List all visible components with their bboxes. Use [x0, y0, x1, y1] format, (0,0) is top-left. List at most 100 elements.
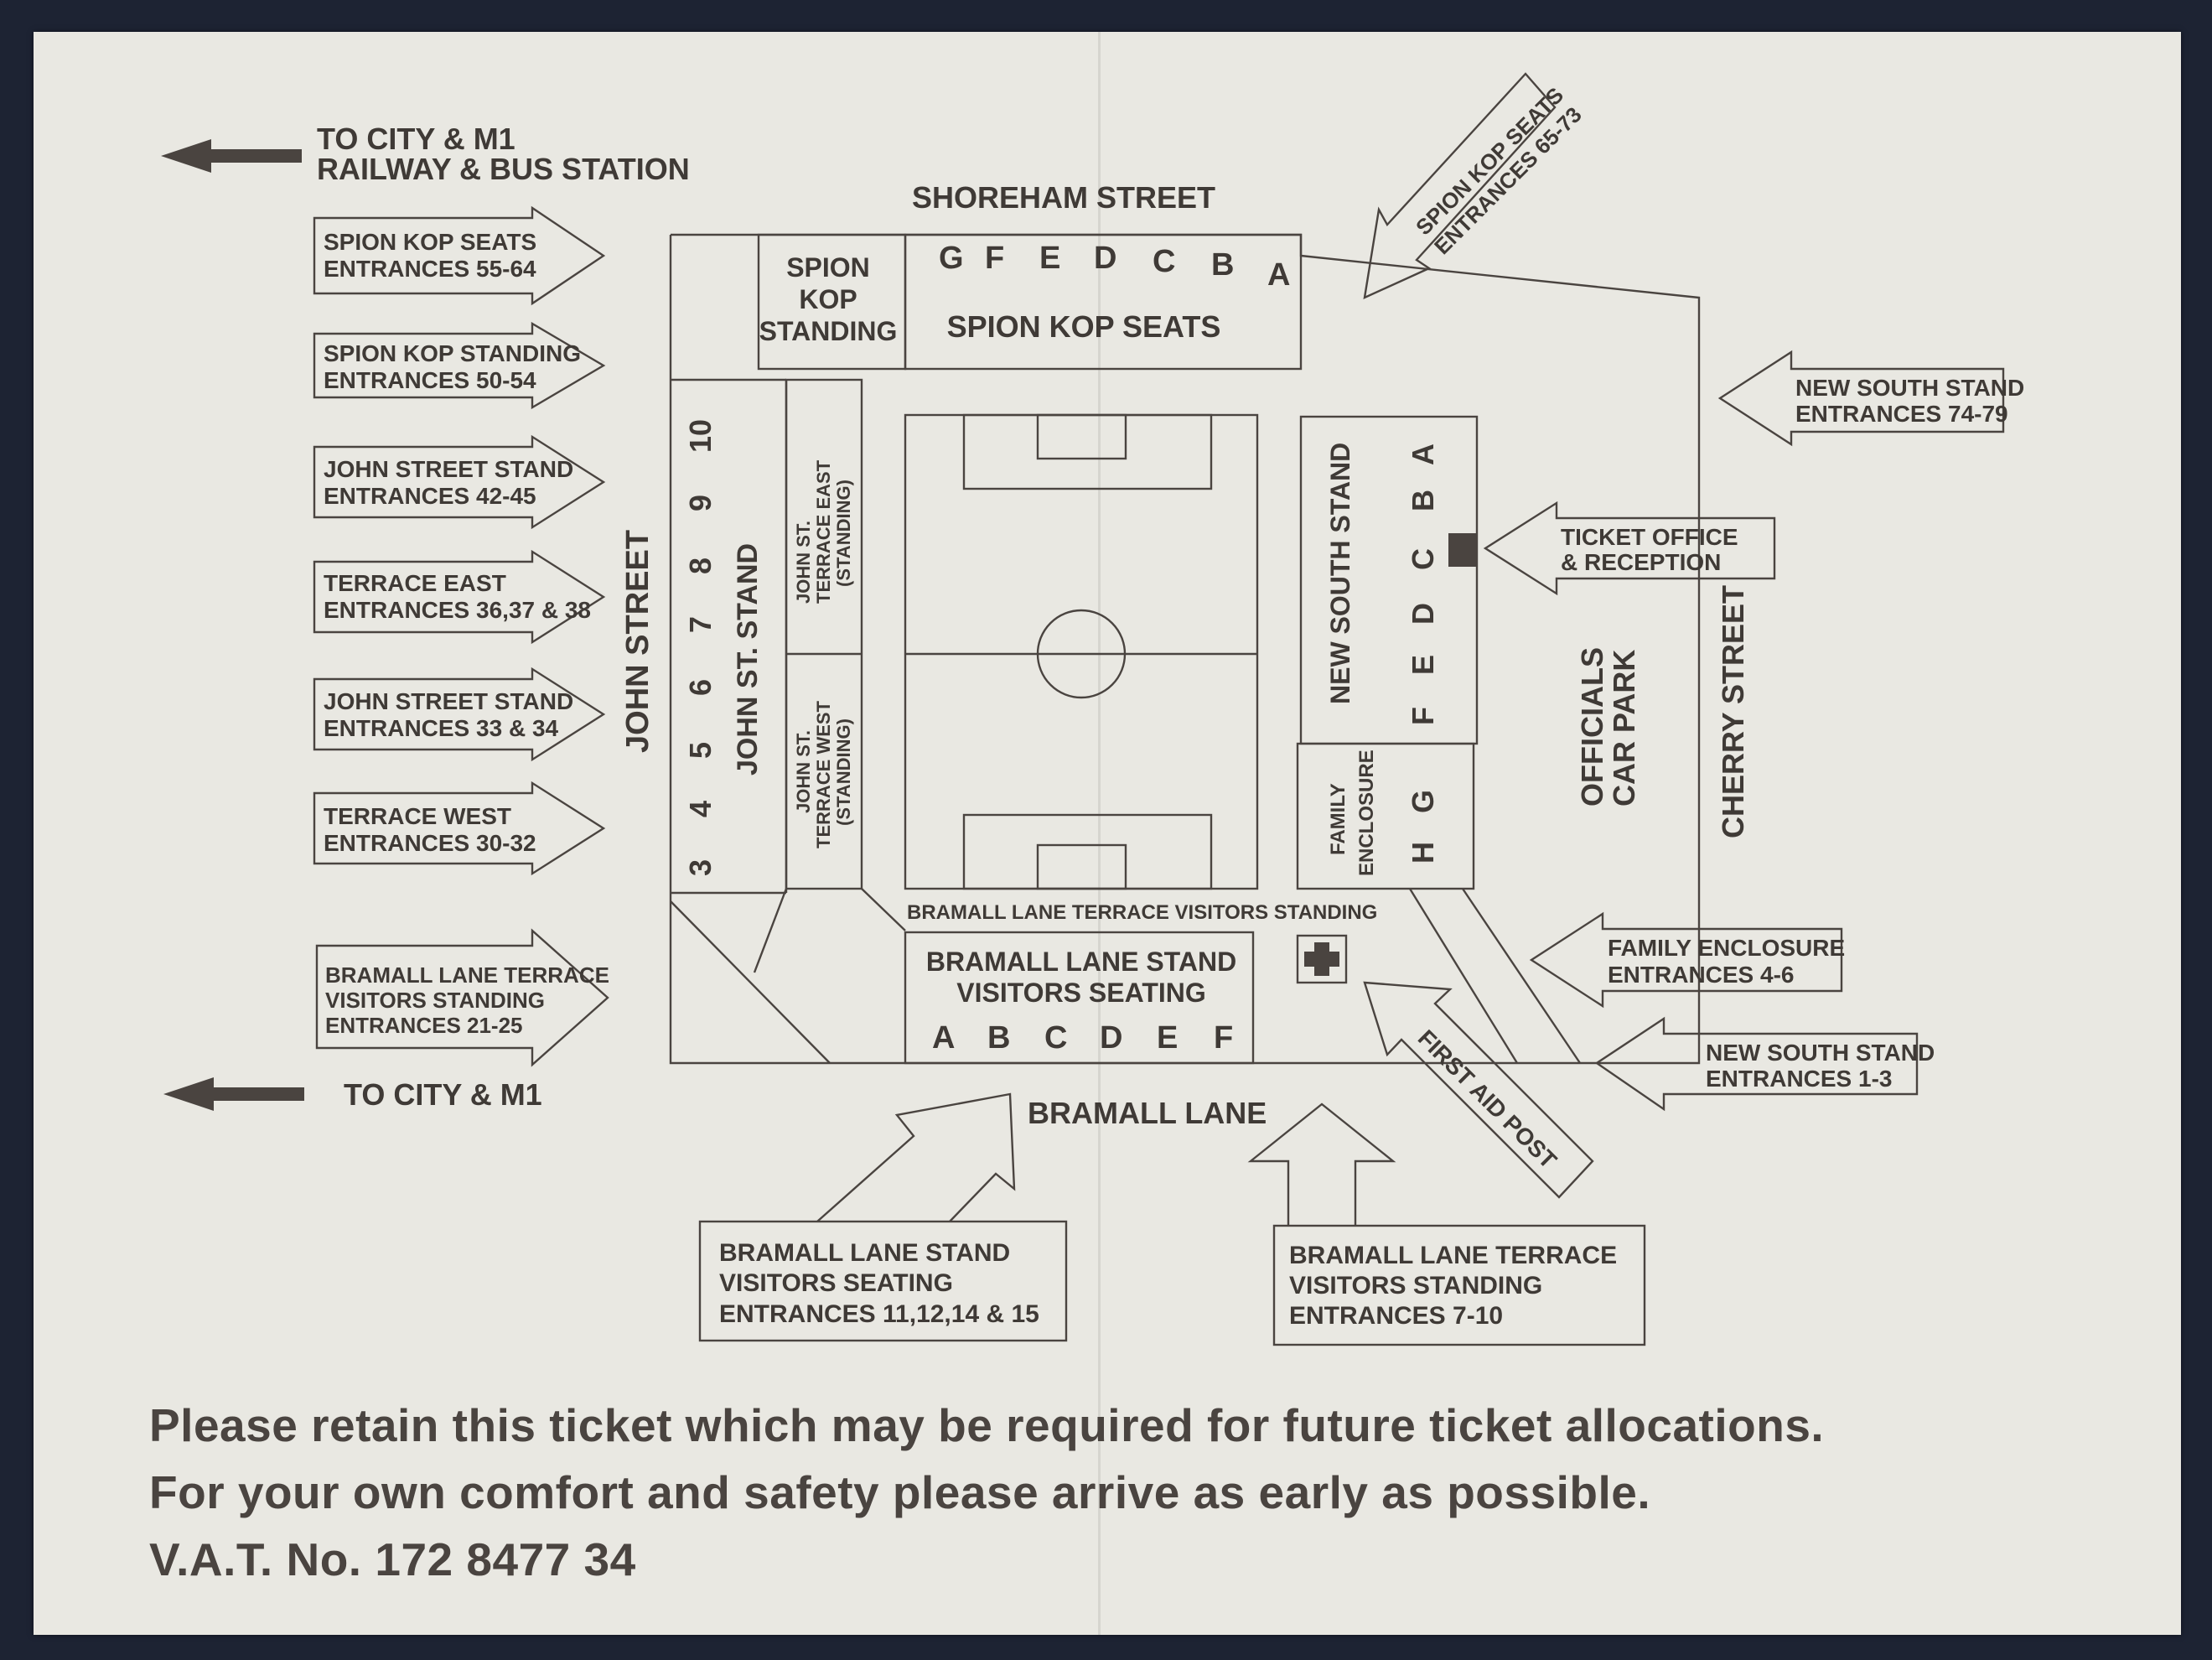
- south-block: B: [1406, 490, 1440, 511]
- bramall-block: B: [987, 1020, 1010, 1056]
- first-aid-arrow: [1363, 981, 1594, 1199]
- entrance-label: VISITORS SEATING: [719, 1269, 953, 1297]
- bramall-block: A: [932, 1020, 955, 1056]
- first-aid-label: FIRST AID POST: [1413, 1025, 1562, 1173]
- entrance-label: SPION KOP SEATS: [324, 229, 536, 255]
- john-st-blocks: 3 4 5 6 7 8 9 10: [683, 419, 717, 876]
- ticket-card: [34, 32, 2181, 1635]
- entrance-label: ENTRANCES 1-3: [1706, 1066, 1892, 1092]
- entrance-label: TICKET OFFICE: [1561, 524, 1738, 550]
- john-st-block: 8: [683, 558, 717, 574]
- entrance-label: ENTRANCES 74-79: [1795, 401, 2008, 427]
- first-aid-box: [1296, 934, 1348, 984]
- john-st-block: 5: [683, 742, 717, 759]
- family-enclosure-label: FAMILY: [1327, 783, 1349, 855]
- bramall-stand-label: VISITORS SEATING: [956, 978, 1206, 1008]
- entrance-label: ENTRANCES 42-45: [324, 483, 536, 509]
- south-block: F: [1406, 707, 1440, 725]
- john-st-block: 7: [683, 616, 717, 633]
- direction-top: TO CITY & M1 RAILWAY & BUS STATION: [161, 122, 690, 186]
- bramall-lane-stand: [904, 931, 1255, 1065]
- bramall-block: D: [1100, 1020, 1122, 1056]
- terrace-west-label: (STANDING): [833, 718, 854, 826]
- john-st-block: 6: [683, 679, 717, 696]
- south-block: D: [1406, 603, 1440, 625]
- kop-blocks: G F E D C B A: [939, 241, 1290, 293]
- bottom-arrows: [816, 1092, 1396, 1226]
- entrance-label: ENTRANCES 11,12,14 & 15: [719, 1300, 1039, 1328]
- south-block: C: [1406, 548, 1440, 570]
- direction-bottom-line1: TO CITY & M1: [344, 1077, 542, 1112]
- entrance-label: ENTRANCES 4-6: [1608, 962, 1794, 988]
- first-aid-cross-icon: [1304, 952, 1339, 967]
- notice-arrive: For your own comfort and safety please a…: [149, 1466, 1651, 1518]
- new-south-stand-label: NEW SOUTH STAND: [1325, 443, 1355, 704]
- family-enclosure: [1296, 742, 1475, 890]
- entrance-arrow: [313, 321, 606, 410]
- entrance-label: VISITORS STANDING: [325, 988, 545, 1013]
- right-entrance-arrows: NEW SOUTH STAND ENTRANCES 74-79 TICKET O…: [1363, 350, 2024, 1199]
- kop-block: B: [1211, 247, 1234, 283]
- entrance-arrow: [313, 549, 606, 645]
- entrance-label: JOHN STREET STAND: [324, 688, 573, 714]
- left-arrow-icon: [161, 139, 302, 173]
- street-john: JOHN STREET: [620, 530, 655, 753]
- entrance-arrow: [315, 928, 609, 1067]
- entrance-label: NEW SOUTH STAND: [1795, 375, 2024, 401]
- centre-circle: [1036, 609, 1127, 699]
- family-block: G: [1406, 790, 1440, 813]
- kop-standing-label: SPION: [786, 252, 870, 283]
- family-block: H: [1406, 842, 1440, 864]
- entrance-arrow: [313, 434, 606, 530]
- direction-bottom: TO CITY & M1: [163, 1077, 542, 1112]
- entrance-arrow: [1483, 501, 1776, 596]
- notice-retain: Please retain this ticket which may be r…: [149, 1399, 1825, 1451]
- entrance-label: & RECEPTION: [1561, 549, 1721, 575]
- entrance-label: ENTRANCES 21-25: [325, 1013, 523, 1038]
- kop-block: C: [1153, 244, 1175, 279]
- kop-block: E: [1039, 241, 1060, 276]
- entrance-label: ENTRANCES 7-10: [1289, 1302, 1503, 1330]
- entrance-label: VISITORS STANDING: [1289, 1272, 1542, 1299]
- kop-seats-label: SPION KOP SEATS: [947, 309, 1221, 344]
- family-enclosure-label: ENCLOSURE: [1355, 750, 1378, 876]
- entrance-label: TERRACE WEST: [324, 803, 511, 829]
- street-bramall: BRAMALL LANE: [1028, 1096, 1267, 1130]
- pitch: [904, 413, 1259, 890]
- south-blocks: A B C D E F: [1406, 444, 1440, 725]
- car-park-label: OFFICIALS: [1575, 647, 1609, 807]
- john-st-terraces: [785, 378, 863, 890]
- entrance-arrow: [313, 667, 606, 762]
- terrace-west-label: JOHN ST.: [793, 730, 814, 813]
- ticket-office-marker: [1448, 533, 1477, 567]
- south-block: A: [1406, 444, 1440, 465]
- south-block: E: [1406, 655, 1440, 675]
- entrance-label: BRAMALL LANE TERRACE: [325, 962, 609, 988]
- terrace-east-label: (STANDING): [833, 480, 854, 587]
- bottom-box-stand: [698, 1220, 1068, 1342]
- vat-number: V.A.T. No. 172 8477 34: [149, 1533, 636, 1585]
- john-st-block: 3: [683, 859, 717, 876]
- terrace-east-label: JOHN ST.: [793, 521, 814, 604]
- entrance-label: ENTRANCES 36,37 & 38: [324, 597, 591, 623]
- visitors-standing-strip: BRAMALL LANE TERRACE VISITORS STANDING: [907, 901, 1377, 924]
- entrance-arrow: [313, 205, 606, 306]
- kop-block: G: [939, 241, 964, 276]
- kop-block: F: [985, 241, 1004, 276]
- entrance-arrow: [1717, 350, 2005, 447]
- entrance-arrow: [1594, 1016, 1919, 1112]
- kop-standing-label: KOP: [799, 284, 857, 314]
- kop-block: A: [1267, 257, 1290, 293]
- street-shoreham: SHOREHAM STREET: [912, 180, 1215, 215]
- car-park-label: CAR PARK: [1607, 650, 1641, 807]
- left-entrance-arrows: SPION KOP SEATS ENTRANCES 55-64 SPION KO…: [313, 205, 609, 1067]
- bramall-stand-label: BRAMALL LANE STAND: [926, 947, 1236, 977]
- entrance-label: NEW SOUTH STAND: [1706, 1040, 1935, 1066]
- kop-seats-diag-arrow: SPION KOP SEATS ENTRANCES 65-73: [1363, 72, 1587, 300]
- john-st-stand-label: JOHN ST. STAND: [732, 543, 764, 776]
- kop-standing-label: STANDING: [759, 316, 898, 346]
- entrance-arrow: [313, 781, 606, 876]
- john-st-block: 10: [683, 419, 717, 453]
- bramall-block: E: [1157, 1020, 1178, 1056]
